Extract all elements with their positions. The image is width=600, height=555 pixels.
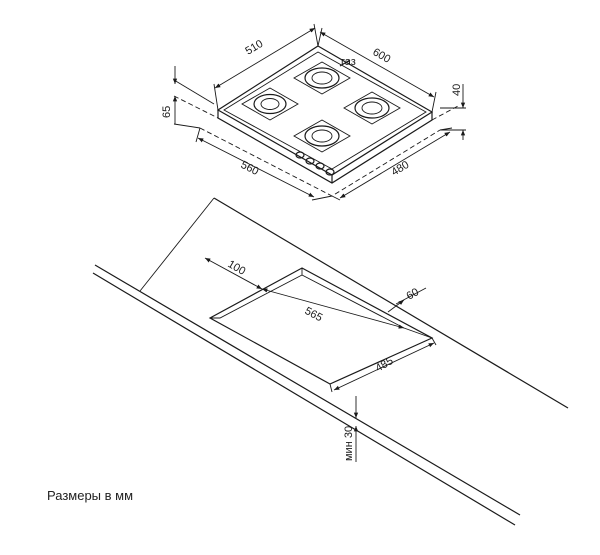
countertop-drawing: 100 565 60 485 мин 30 [92, 197, 569, 526]
dim-min-30: мин 30 [343, 426, 355, 461]
countertop-front-bottom-edge [92, 272, 516, 526]
ext-65-bottom [173, 123, 201, 129]
dim-510: 510 [243, 38, 265, 58]
dim-560: 560 [239, 159, 261, 178]
countertop-front-top-edge [94, 264, 521, 516]
dim-line-480 [339, 131, 451, 199]
knob-3 [315, 162, 325, 170]
burner-right [354, 97, 390, 119]
burner-back-cap [311, 71, 333, 85]
burner-right-cap [361, 101, 383, 115]
ext-600-b [431, 91, 437, 113]
dim-line-600 [319, 31, 435, 98]
cutout-opening [208, 267, 434, 385]
ext-480-a [439, 127, 453, 131]
dim-line-485 [333, 342, 435, 391]
units-caption: Размеры в мм [47, 488, 134, 503]
dim-line-510 [214, 27, 316, 89]
burner-back [304, 67, 340, 89]
dim-60: 60 [405, 286, 422, 303]
burner-front-cap [311, 129, 333, 143]
control-knobs [295, 151, 335, 176]
ext-600-a [317, 27, 323, 47]
knob-4 [325, 168, 335, 176]
ext-560-b [311, 195, 333, 201]
dim-65: 65 [161, 106, 173, 118]
burner-left [253, 93, 287, 115]
cutout-inner-back [301, 274, 433, 339]
dim-480: 480 [389, 159, 411, 179]
ext-65-top [173, 79, 215, 105]
gas-label: газ [341, 56, 356, 68]
ext-480-b [331, 195, 341, 201]
grate-right [343, 91, 401, 125]
hob-top-plate [216, 45, 434, 176]
base-dash-left [173, 95, 219, 119]
dim-line-100 [204, 257, 263, 290]
ext-560-a [195, 127, 201, 143]
grate-front [293, 119, 351, 153]
countertop-side-left [139, 197, 215, 292]
dim-line-60-arrow [387, 299, 405, 313]
cutout-inner-left [210, 268, 303, 319]
dim-485: 485 [374, 355, 396, 375]
dim-100: 100 [226, 258, 248, 278]
ext-485-b [329, 383, 333, 393]
grate-left [241, 87, 299, 121]
ext-485-a [431, 337, 437, 346]
dim-line-565 [261, 288, 405, 329]
dim-40: 40 [451, 84, 463, 96]
pan-supports [241, 61, 401, 153]
burner-left-cap [260, 98, 280, 110]
burner-front [304, 125, 340, 147]
ext-510-a [213, 83, 219, 111]
dim-565: 565 [303, 305, 325, 324]
hob-drawing: газ 510 600 65 40 560 [161, 23, 466, 201]
dim-line-560 [197, 137, 315, 198]
ext-510-b [313, 23, 319, 47]
